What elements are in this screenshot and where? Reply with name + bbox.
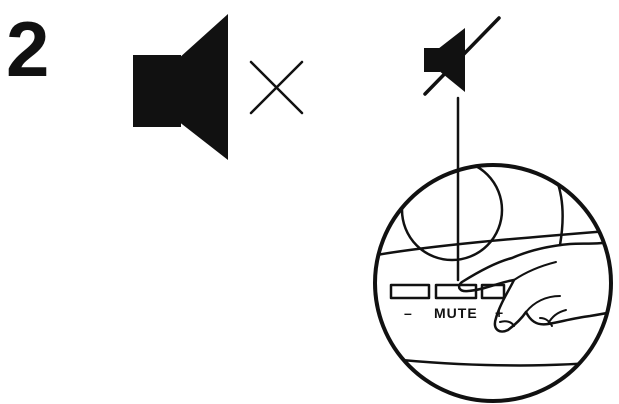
magnified-device-view: – MUTE +: [373, 163, 613, 403]
volume-up-label: +: [495, 305, 504, 321]
close-x-icon: [249, 60, 304, 115]
magnifier-circle: [373, 163, 613, 403]
speaker-muted-icon: [423, 16, 501, 96]
mute-slash: [423, 16, 501, 96]
step-number: 2: [6, 5, 49, 93]
mute-label: MUTE: [434, 305, 478, 321]
volume-down-label: –: [404, 305, 413, 321]
hand-pressing-icon: [457, 238, 611, 333]
speaker-icon: [133, 14, 228, 160]
volume-down-button[interactable]: [389, 283, 431, 300]
mute-button[interactable]: [434, 283, 478, 300]
